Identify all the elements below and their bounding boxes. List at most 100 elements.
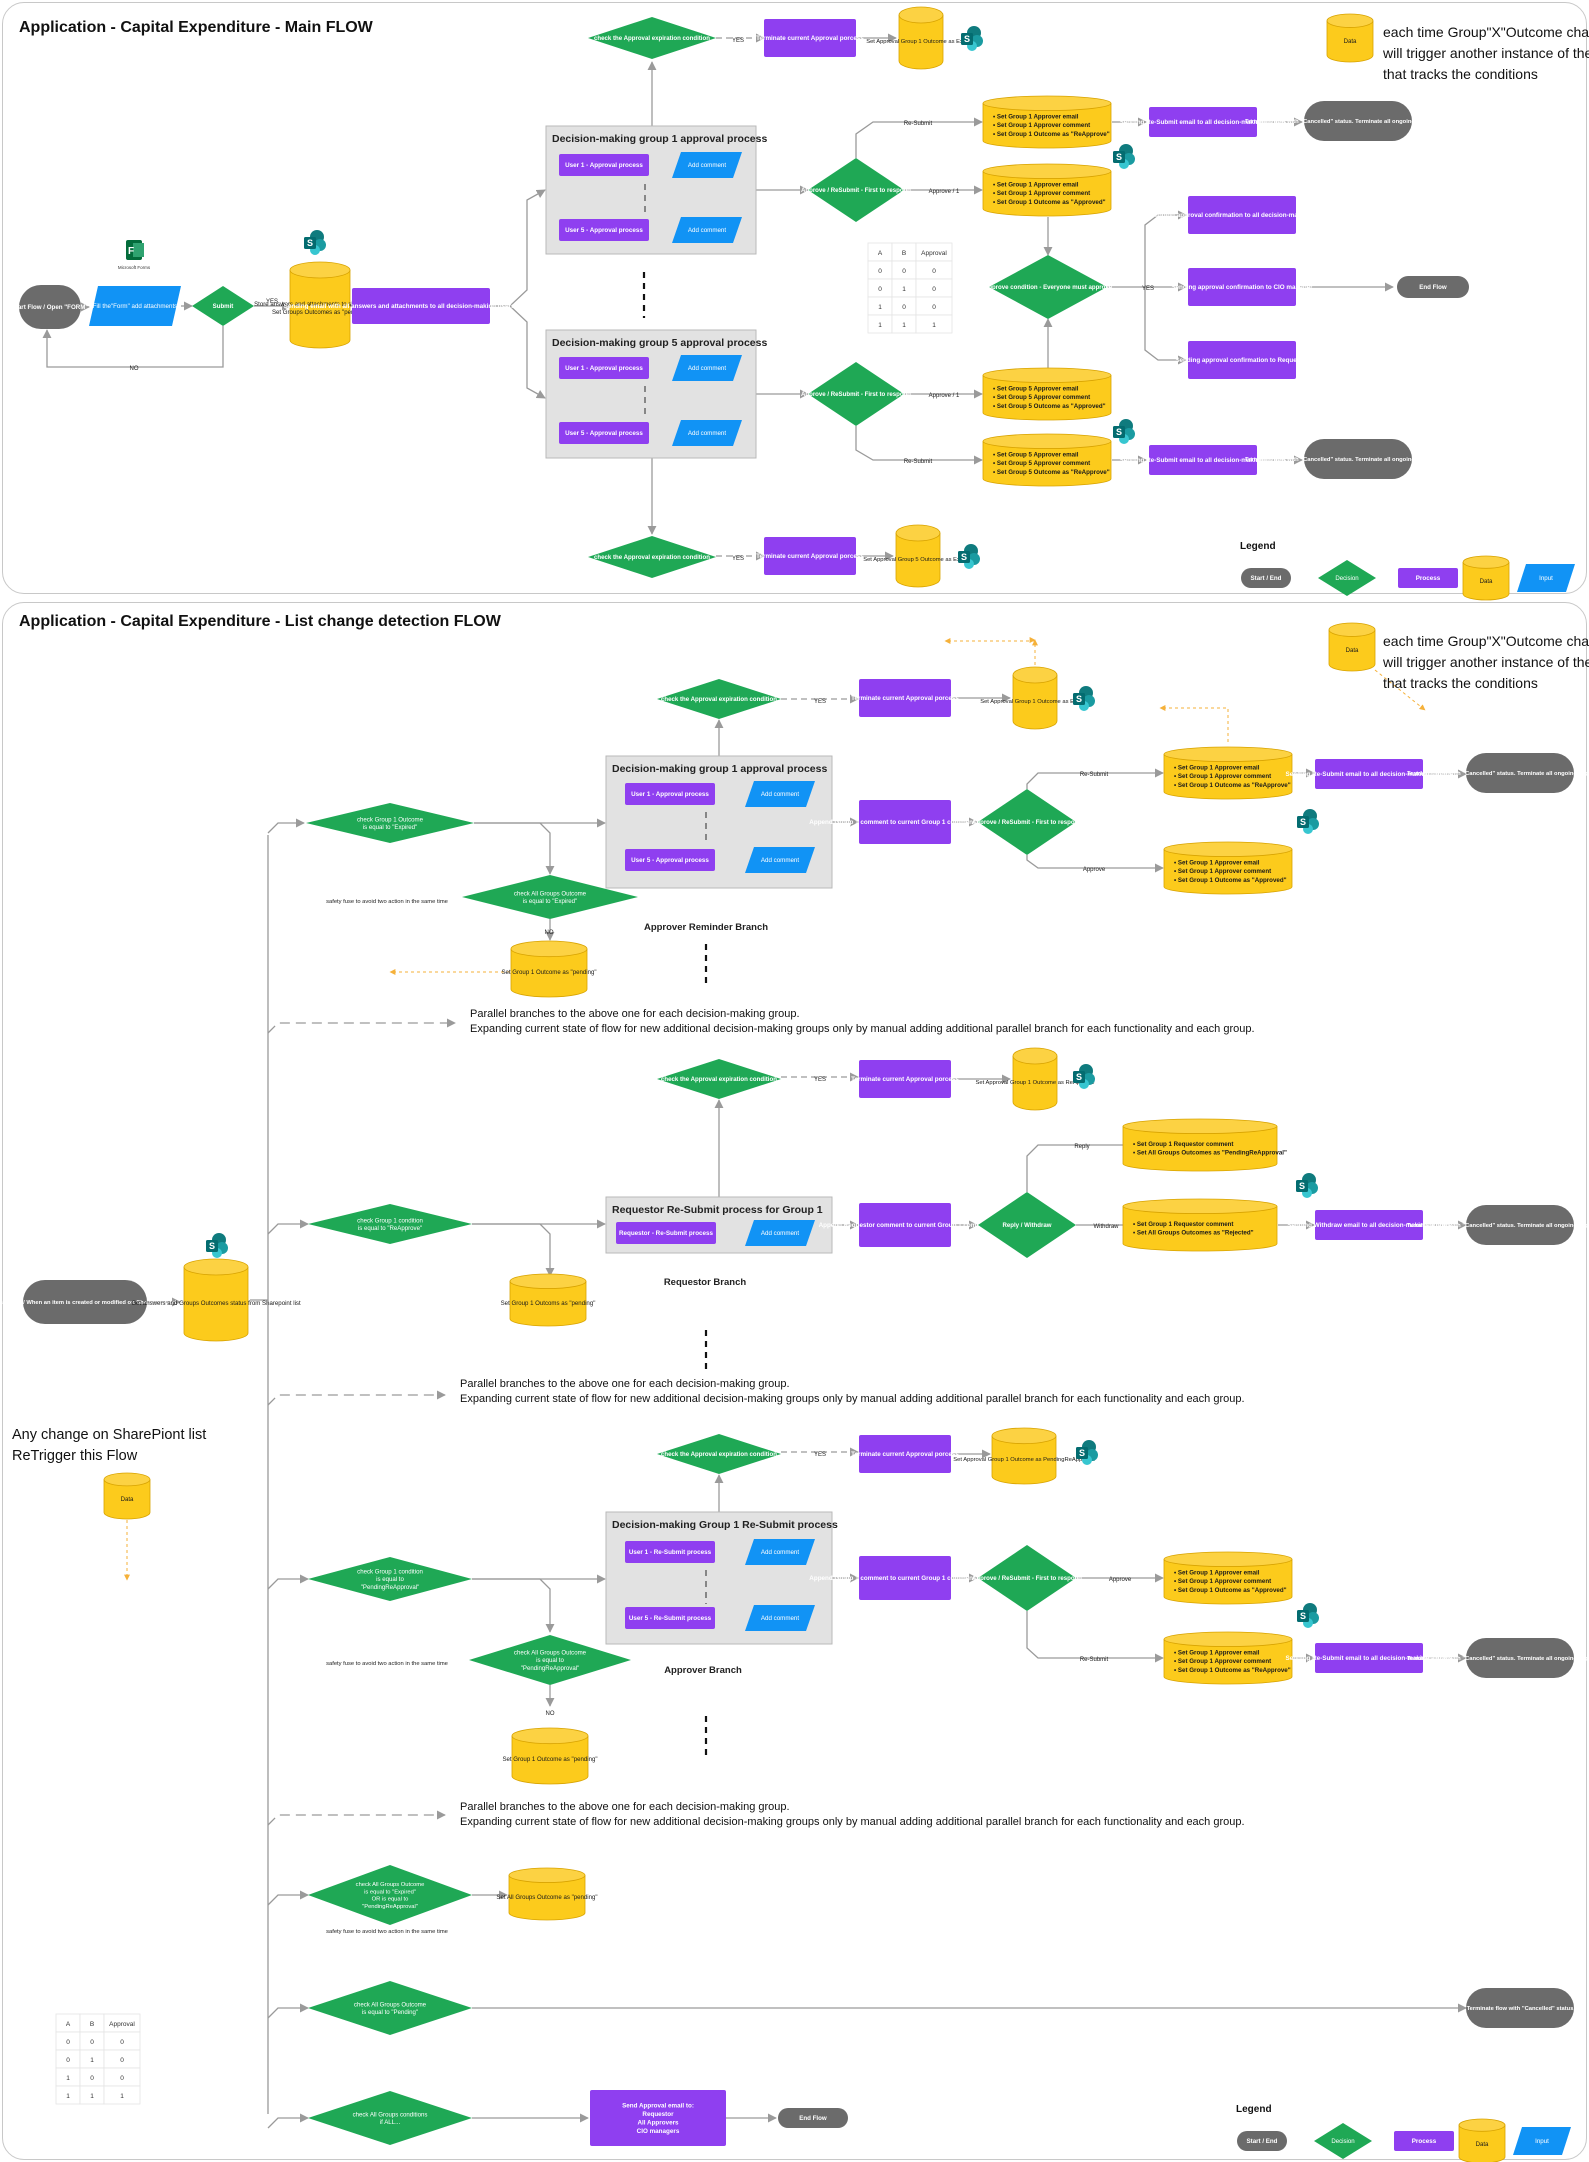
g1-approved-data-shape — [982, 171, 1112, 217]
list-set-g1-reapprove: Set Approval Group 1 Outcome as ReApprov… — [976, 1047, 1094, 1111]
truth-table-cell: 0 — [90, 2039, 94, 2046]
main-end-flow-label: End Flow — [1419, 284, 1447, 291]
trigger-note-line-2: will trigger another instance of the flo… — [1383, 45, 1589, 61]
resubmit-g1-approved-data-shape — [1163, 1559, 1293, 1605]
list-append-g1-comment-label: Append Group 1 comment to current Group … — [809, 819, 1001, 826]
left-data-icon-shape — [103, 1479, 151, 1520]
resubmit-g1-approved-data-top — [1163, 1551, 1293, 1567]
list-start-node-shape — [23, 1280, 147, 1324]
g1-approved-data-label: • Set Group 1 Approver email• Set Group … — [993, 181, 1106, 206]
connector-arrow — [1026, 855, 1164, 873]
legend-start-end-label: Start / End — [1251, 575, 1282, 582]
group5-user1-comment-label: Add comment — [688, 365, 726, 372]
flow-nodes: Start Flow / Open "FORM"Fill the"Form" a… — [0, 6, 1589, 2162]
truth-table-cell: 0 — [878, 286, 882, 293]
trigger-note-2-line-3: that tracks the conditions — [1383, 675, 1538, 691]
list-set-g1-expired: Set Approval Group 1 Outcome as Expired — [980, 666, 1090, 730]
svg-text:S: S — [1079, 1448, 1085, 1458]
truth-table-cell: A — [878, 250, 883, 257]
get-answers-data-shape — [183, 1267, 249, 1342]
microsoft-forms-icon: F — [126, 240, 144, 260]
connector-arrow — [267, 2113, 309, 2129]
check-all-pending-decision-shape — [308, 1981, 472, 2035]
legend-process: Process — [1398, 568, 1458, 588]
list-group1-user1: User 1 - Approval process — [625, 783, 715, 805]
legend-data-top — [1462, 555, 1510, 569]
list-group1-user1-shape — [625, 783, 715, 805]
confirm-groups-process-label: Sending approval confirmation to all dec… — [1150, 212, 1334, 219]
confirm-requestor-process-shape — [1188, 341, 1296, 379]
svg-text:S: S — [964, 34, 970, 44]
list-resubmit-email-1-shape — [1315, 759, 1423, 789]
group5-approve-resubmit-decision-label: Approve / ReSubmit - First to respond — [801, 391, 911, 398]
g1-resubmit-email-label: Sending Re-Submit email to all decision-… — [1120, 119, 1287, 126]
list-resubmit-email-2: Sending Re-Submit email to all decision-… — [1286, 1643, 1453, 1673]
reply-data-label: • Set Group 1 Requestor comment• Set All… — [1133, 1141, 1287, 1157]
set-g5-expired-data: Set Approval Group 5 Outcome as Expired — [863, 524, 973, 588]
check-all-expired-or-decision-shape — [308, 1865, 472, 1925]
requestor-branch-label: Requestor Branch — [664, 1277, 747, 1288]
group5-user1-comment: Add comment — [672, 355, 742, 381]
sharepoint-change-line-1: Any change on SharePiont list — [12, 1427, 207, 1443]
requestor-resubmit-process-label: Requestor - Re-Submit process — [619, 1230, 714, 1237]
withdraw-data: • Set Group 1 Requestor comment• Set All… — [1122, 1198, 1278, 1252]
trigger-note-2-line-2: will trigger another instance of the flo… — [1383, 654, 1589, 670]
group1-approval-box-title: Decision-making group 1 approval process — [552, 133, 767, 145]
g5-terminate-cancelled-shape — [1304, 439, 1412, 479]
svg-text:S: S — [1076, 1072, 1082, 1082]
group1-user1-comment-label: Add comment — [688, 162, 726, 169]
resubmit-user1-shape — [625, 1541, 715, 1563]
list-g1-approved-data-shape — [1163, 849, 1293, 895]
resubmit-user1-comment-shape — [745, 1539, 815, 1565]
terminate-current-bottom-shape — [764, 537, 856, 575]
reply-data-top — [1122, 1118, 1278, 1134]
terminate-current-bottom-label: Terminate current Approval porcess — [756, 553, 864, 560]
list-approve-resubmit-decision-label: Approve / ReSubmit - First to respond — [972, 819, 1082, 826]
fill-form-input: Fill the"Form" add attachments — [89, 286, 181, 326]
set-all-pending-data-shape — [508, 1875, 586, 1921]
g5-approved-data-label: • Set Group 5 Approver email• Set Group … — [993, 385, 1106, 410]
list-g1-approved-data: • Set Group 1 Approver email• Set Group … — [1163, 841, 1293, 895]
connector-arrow — [42, 326, 224, 368]
list-terminate-current-1-label: Terminate current Approval porcess — [851, 695, 959, 702]
terminate-current-top-shape — [764, 19, 856, 57]
set-g1-pending-3-data-top — [511, 1727, 589, 1745]
g1-terminate-cancelled-shape — [1304, 101, 1412, 141]
resubmit-user5-label: User 5 - Re-Submit process — [629, 1615, 712, 1622]
terminate-cancelled-short-label: Terminate flow with "Cancelled" status — [1467, 2006, 1574, 2012]
list-terminate-cancelled-1-shape — [1466, 753, 1574, 793]
list-check-expiration-1-label: check the Approval expiration condition — [661, 696, 777, 703]
legend-process-label: Process — [1412, 2138, 1437, 2145]
list-terminate-current-2-shape — [859, 1060, 951, 1098]
list-resubmit-email-1-label: Sending Re-Submit email to all decision-… — [1286, 771, 1453, 778]
sharepoint-icon-get-answers: S — [206, 1233, 228, 1258]
group5-user5-comment: Add comment — [672, 420, 742, 446]
list-resubmit-email-2-shape — [1315, 1643, 1423, 1673]
list-g1-reapprove-data: • Set Group 1 Approver email• Set Group … — [1163, 746, 1293, 800]
g5-approved-data-shape — [982, 375, 1112, 421]
group1-user5-comment-label: Add comment — [688, 227, 726, 234]
legend-process-shape — [1398, 568, 1458, 588]
list-resubmit-email-1: Sending Re-Submit email to all decision-… — [1286, 759, 1453, 789]
withdraw-data-shape — [1122, 1206, 1278, 1252]
list-resubmit-email-2-label: Sending Re-Submit email to all decision-… — [1286, 1655, 1453, 1662]
g5-reapprove-data-shape — [982, 441, 1112, 487]
dashed-connector — [944, 638, 1036, 665]
requestor-resubmit-box-title: Requestor Re-Submit process for Group 1 — [612, 1204, 823, 1216]
g5-terminate-cancelled: Terminate flow with "Cancelled" status. … — [1245, 439, 1471, 479]
resubmit-approve-decision-shape — [978, 1545, 1076, 1611]
requestor-resubmit-process-shape — [616, 1222, 716, 1244]
truth-table-cell: 0 — [120, 2075, 124, 2082]
g1-reapprove-data: • Set Group 1 Approver email• Set Group … — [982, 95, 1112, 149]
trigger-data-icon-2-shape — [1328, 629, 1376, 672]
set-g1-expired-data: Set Approval Group 1 Outcome as Expired — [866, 6, 976, 70]
main-flow-panel — [2, 2, 1587, 594]
set-g1-expired-data-top — [898, 6, 944, 24]
legend-decision-shape — [1314, 2123, 1372, 2159]
confirm-requestor-process: Sending approval confirmation to Request… — [1175, 341, 1309, 379]
list-terminate-current-2-label: Terminate current Approval porcess — [851, 1076, 959, 1083]
list-group1-user5-comment-shape — [745, 847, 815, 873]
